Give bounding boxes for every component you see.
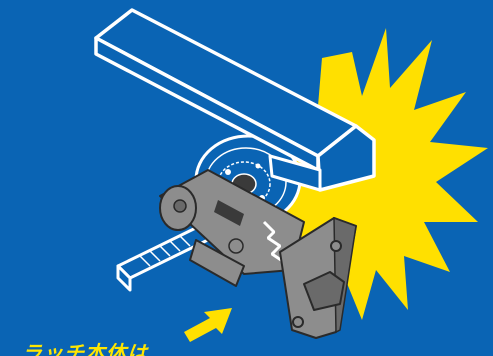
- caption-text: ラッチ本体は: [22, 337, 148, 356]
